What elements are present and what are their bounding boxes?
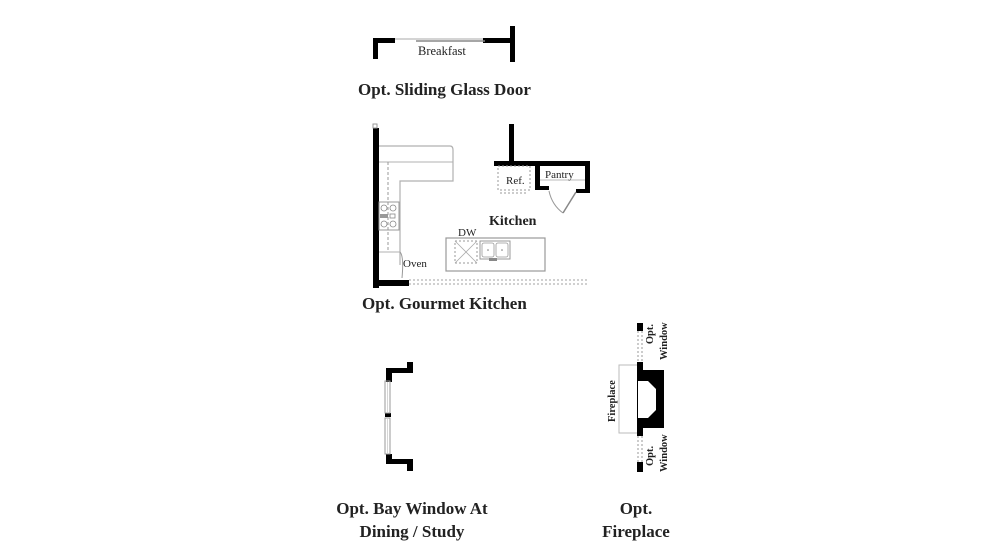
dishwasher-label: DW	[458, 227, 477, 239]
fireplace-caption-line2: Fireplace	[602, 522, 670, 541]
fireplace-caption-line1: Opt.	[619, 499, 653, 518]
window-bottom-label: Opt.	[645, 445, 656, 466]
kitchen-label: Kitchen	[489, 214, 537, 229]
gourmet-kitchen-caption: Opt. Gourmet Kitchen	[362, 294, 527, 313]
oven-label: Oven	[403, 258, 427, 270]
sliding-glass-door-drawing	[373, 26, 515, 62]
window-top-line1: Opt.	[645, 324, 656, 345]
refrigerator-label: Ref.	[506, 175, 525, 187]
sliding-glass-door-caption: Opt. Sliding Glass Door	[358, 80, 531, 99]
fireplace-drawing	[618, 323, 664, 472]
breakfast-label: Breakfast	[418, 44, 466, 58]
window-bottom-label-2: Window	[659, 434, 670, 472]
gourmet-kitchen-drawing	[372, 123, 590, 288]
pantry-label: Pantry	[545, 169, 574, 181]
window-top-label-2: Window	[659, 322, 670, 360]
bay-window-caption-line1: Opt. Bay Window At	[336, 499, 488, 518]
bay-window-caption-line2: Dining / Study	[359, 522, 465, 541]
fireplace-fixture-label: Fireplace	[607, 380, 618, 422]
window-top-label: Opt.	[645, 324, 657, 360]
bay-window-drawing	[384, 362, 413, 471]
